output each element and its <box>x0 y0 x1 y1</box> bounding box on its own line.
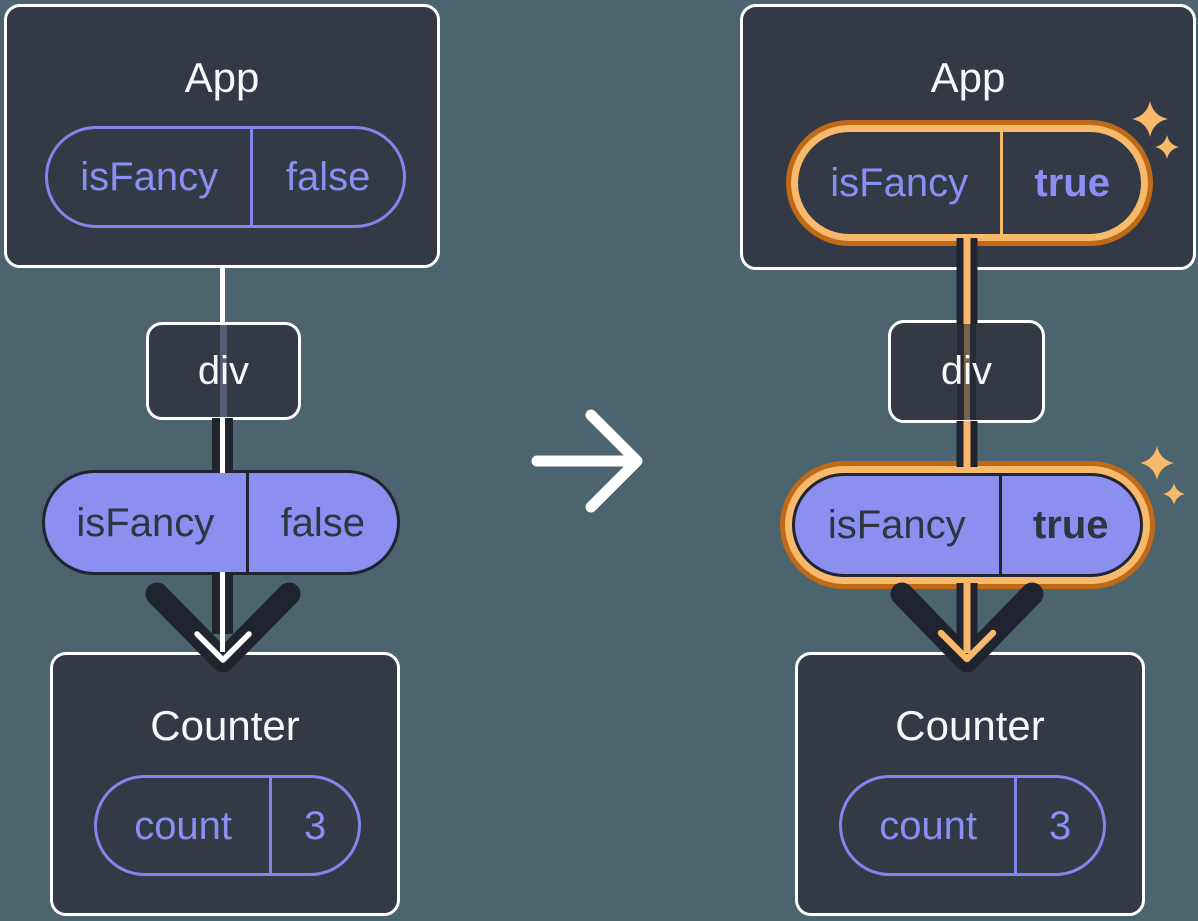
state-name: count <box>134 803 233 848</box>
highlight-ring: isFancy true <box>786 120 1153 246</box>
state-value: false <box>285 155 371 199</box>
state-pill: count 3 <box>94 775 361 876</box>
prop-pill-before: isFancy false <box>42 470 400 575</box>
highlight-ring: isFancy true <box>780 461 1155 589</box>
highlight-ring-inner: isFancy true <box>791 125 1148 241</box>
connector-div-to-prop-before <box>212 418 233 473</box>
state-value: 3 <box>304 803 327 848</box>
pill-divider <box>1014 778 1018 873</box>
state-name: isFancy <box>80 155 219 199</box>
right-arrow-icon <box>531 409 643 513</box>
component-title: Counter <box>150 702 300 749</box>
connector-app-to-div-before <box>220 265 225 325</box>
state-pill: count 3 <box>839 775 1106 876</box>
pill-divider <box>250 129 254 225</box>
prop-name: isFancy <box>76 500 215 545</box>
pill-divider <box>245 473 249 572</box>
highlight-ring-inner: isFancy true <box>785 466 1150 584</box>
state-pill: isFancy false <box>45 126 406 228</box>
div-node-card-after: div <box>888 320 1045 423</box>
pill-divider <box>1000 132 1004 234</box>
pass-through-line <box>220 325 227 417</box>
pass-through-band <box>957 323 976 420</box>
state-name: isFancy <box>830 161 969 205</box>
app-component-card-before: App isFancy false <box>4 4 440 268</box>
prop-value: false <box>280 500 366 545</box>
prop-flow-arrow-before <box>145 572 301 673</box>
state-pill: isFancy true <box>798 132 1141 234</box>
state-value: 3 <box>1049 803 1072 848</box>
component-title: App <box>930 54 1006 101</box>
pill-divider <box>998 476 1002 574</box>
counter-component-card-before: Counter count 3 <box>50 652 400 916</box>
prop-pill-after: isFancy true <box>792 473 1143 577</box>
pass-through-line <box>963 323 970 420</box>
prop-flow-arrow-after <box>890 582 1044 673</box>
state-name: count <box>879 803 978 848</box>
component-title: Counter <box>895 702 1045 749</box>
div-node-label: div <box>197 348 250 393</box>
prop-value: true <box>1032 503 1109 547</box>
pill-divider <box>269 778 273 873</box>
app-component-card-after: App isFancy true <box>740 4 1196 270</box>
counter-component-card-after: Counter count 3 <box>795 652 1145 916</box>
div-node-label: div <box>940 349 993 393</box>
prop-name: isFancy <box>827 503 966 547</box>
state-value: true <box>1034 161 1110 205</box>
div-node-card-before: div <box>146 322 301 420</box>
component-title: App <box>184 54 260 101</box>
